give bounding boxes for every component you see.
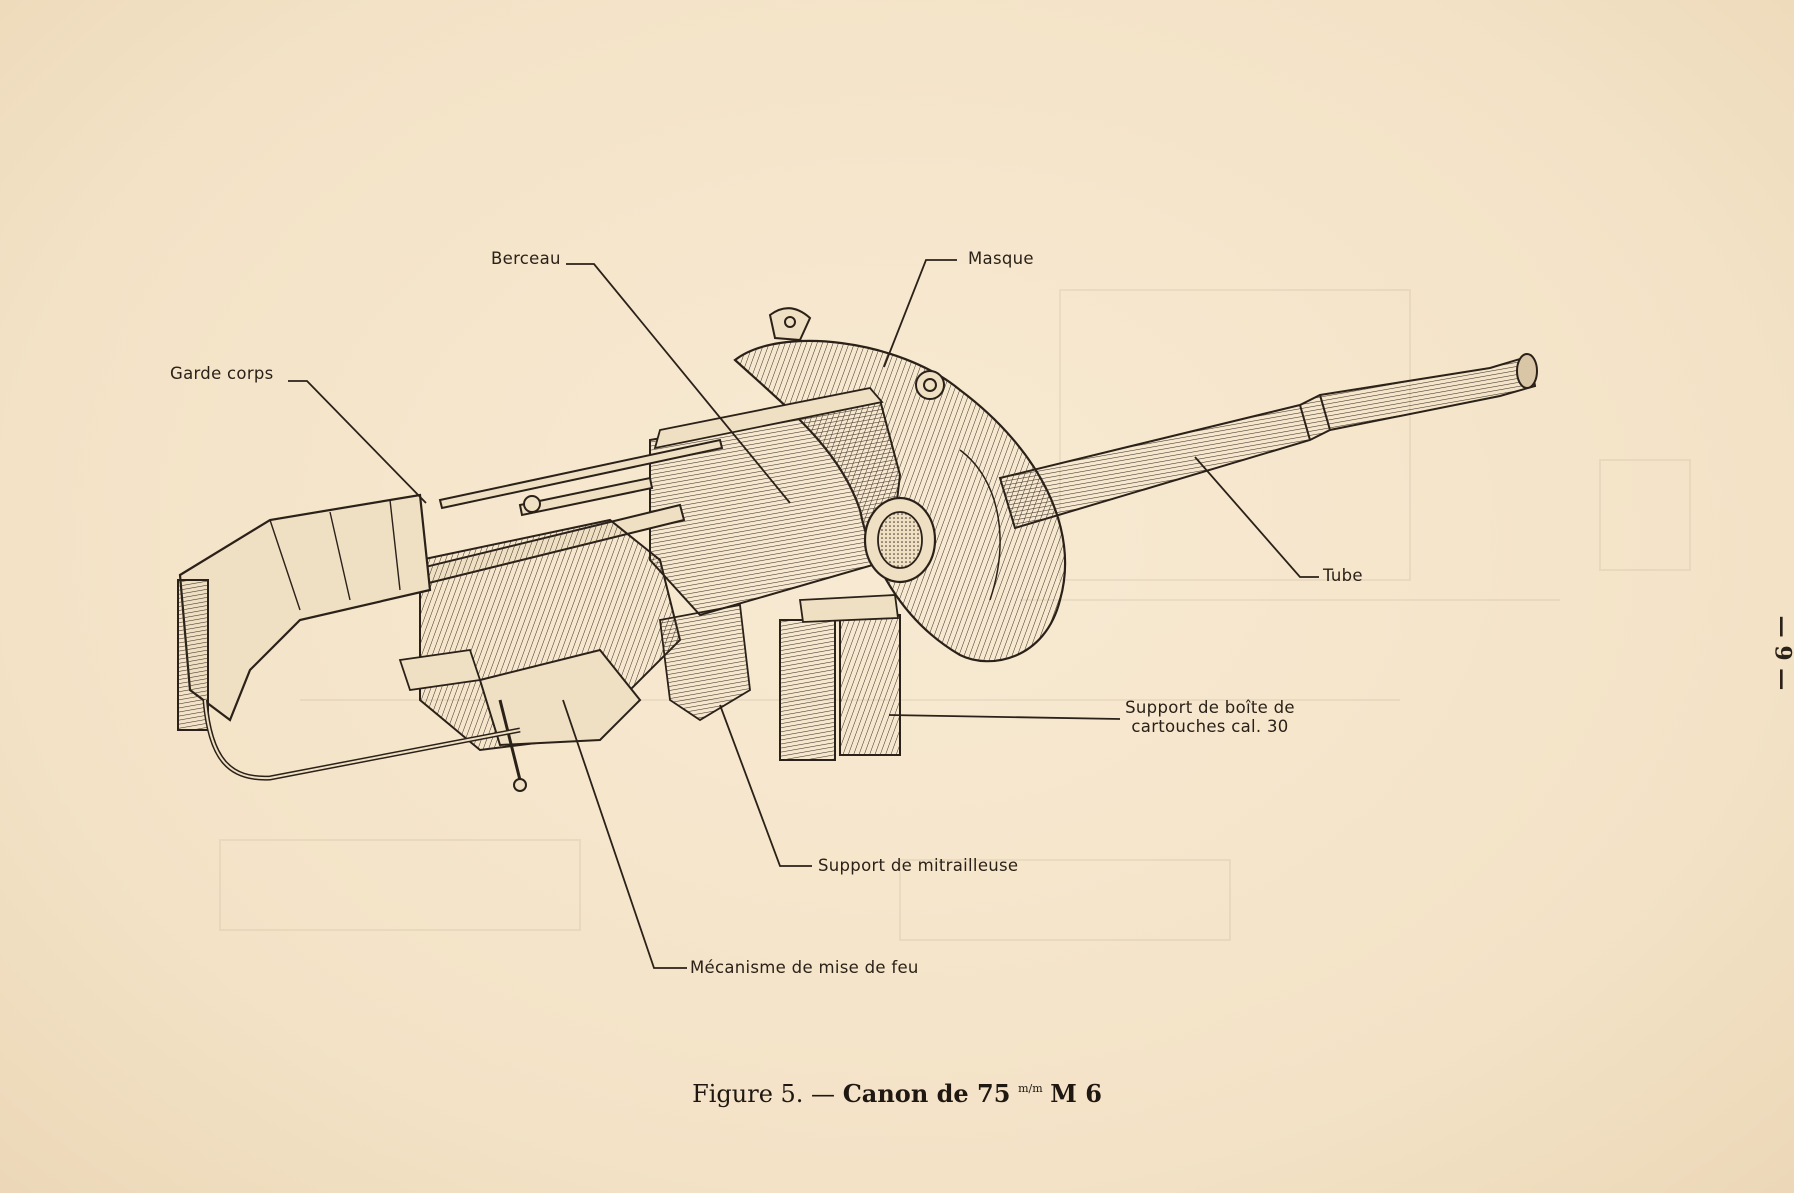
- label-support-boite: Support de boîte de cartouches cal. 30: [1125, 698, 1295, 736]
- leader-berceau: [566, 263, 791, 504]
- ammo-box-support: [779, 594, 901, 761]
- label-support-mitrailleuse: Support de mitrailleuse: [818, 856, 1019, 875]
- breech-mechanism: [398, 518, 751, 792]
- figure-caption: Figure 5. — Canon de 75 m/m M 6: [0, 1079, 1794, 1108]
- leader-tube: [1194, 456, 1319, 578]
- label-tube: Tube: [1323, 566, 1363, 585]
- caption-name: Canon de 75: [842, 1079, 1011, 1108]
- page-number: — 9 —: [1769, 615, 1794, 691]
- label-masque: Masque: [968, 249, 1034, 268]
- label-mecanisme: Mécanisme de mise de feu: [690, 958, 919, 977]
- caption-unit: m/m: [1018, 1082, 1043, 1095]
- garde-corps-guard: [177, 493, 521, 781]
- leader-mecanisme: [562, 699, 687, 969]
- leader-masque: [883, 259, 957, 368]
- label-berceau: Berceau: [491, 249, 561, 268]
- caption-model: M 6: [1050, 1079, 1102, 1108]
- tube-barrel: [998, 353, 1538, 530]
- leader-garde-corps: [288, 380, 427, 504]
- label-garde-corps: Garde corps: [170, 364, 274, 383]
- leader-support-boite: [888, 714, 1121, 720]
- caption-figure: Figure 5. —: [692, 1080, 836, 1108]
- leader-lines: [288, 259, 1319, 969]
- leader-support-mitrailleuse: [719, 704, 812, 867]
- berceau-cradle: [649, 387, 937, 617]
